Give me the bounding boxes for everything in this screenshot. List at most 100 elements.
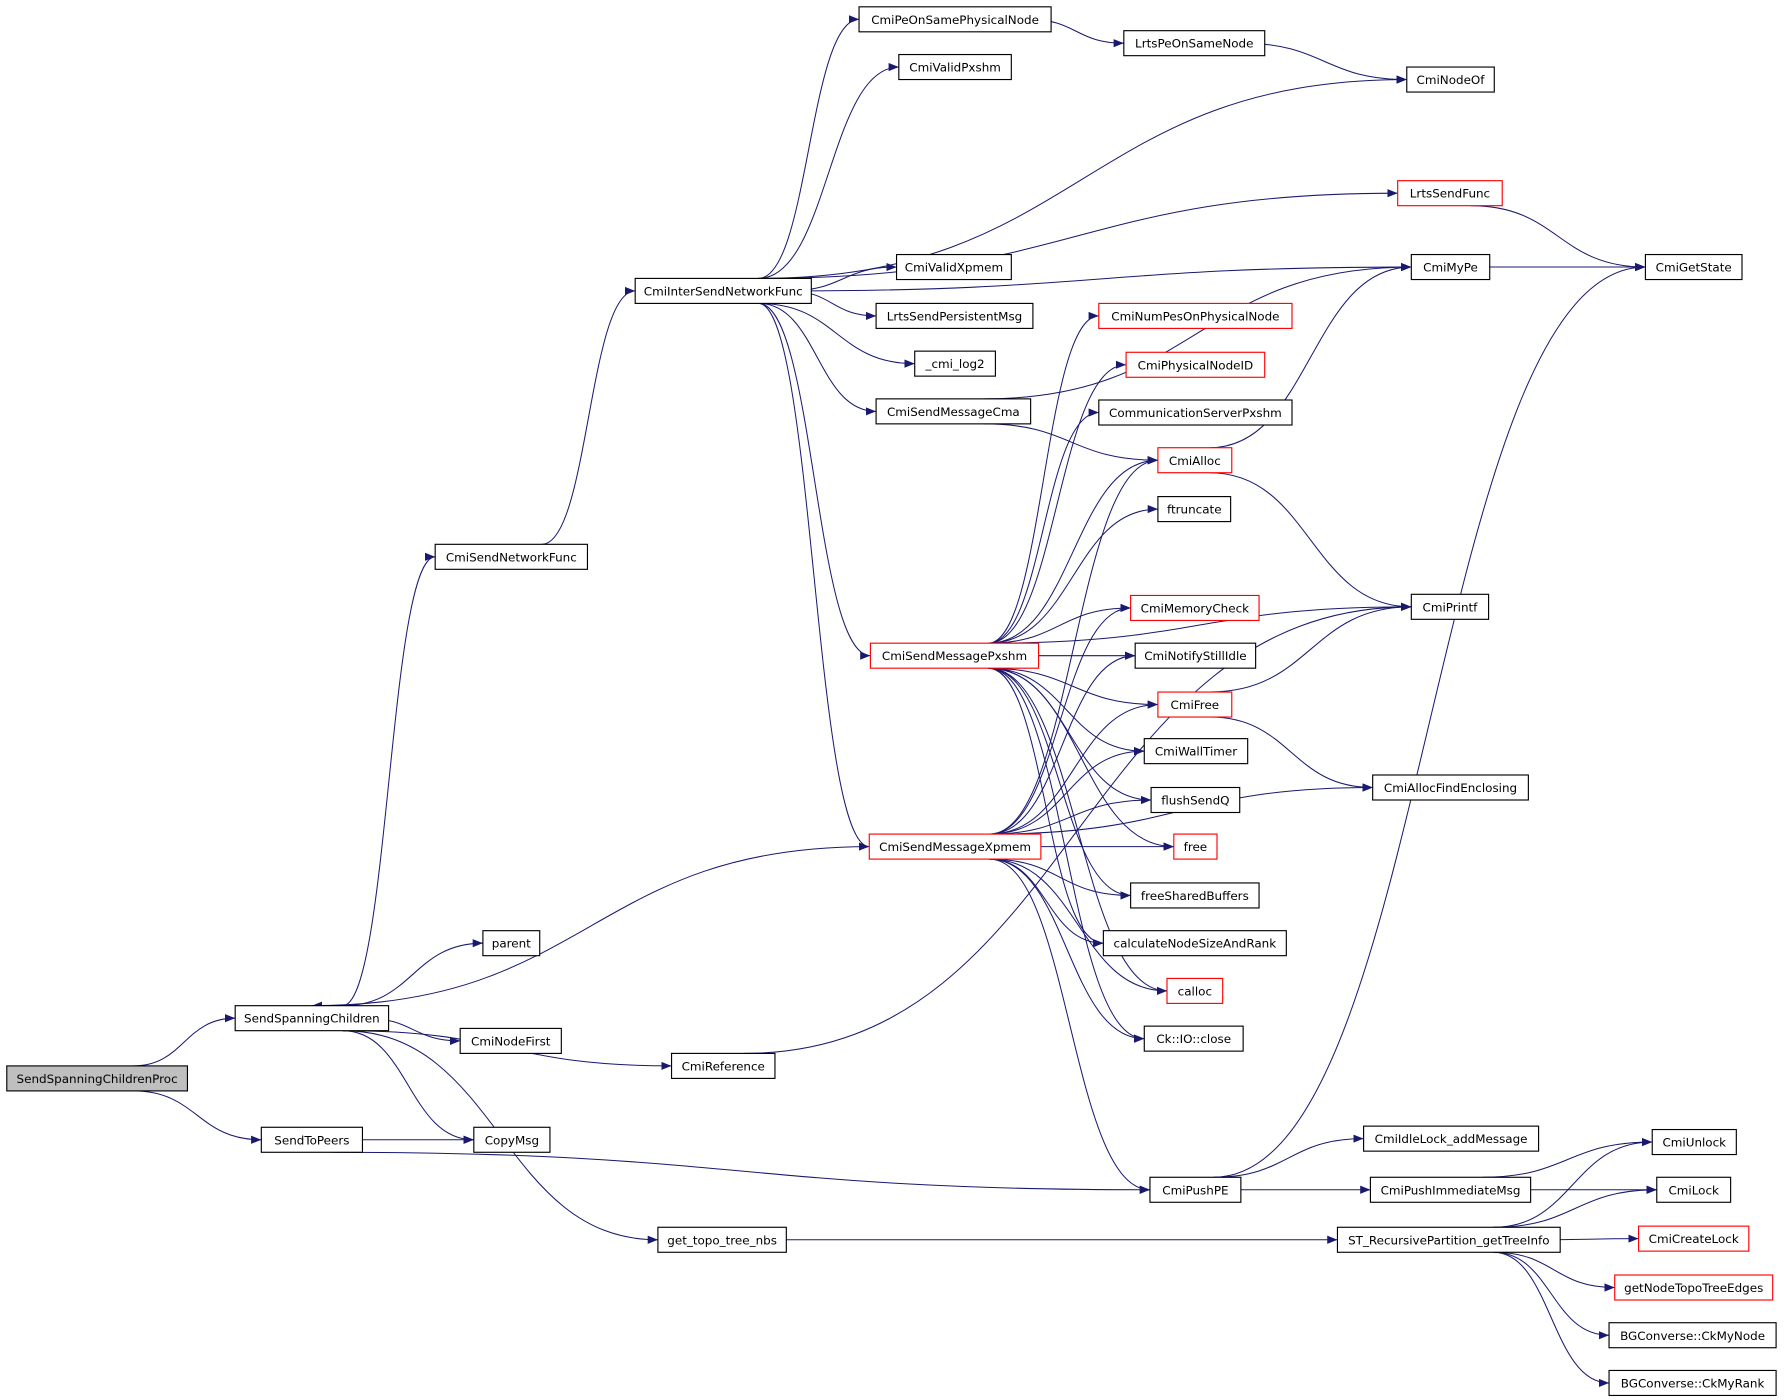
node-label: CmiNodeFirst [471, 1034, 551, 1048]
graph-node[interactable]: CmiNodeOf [1406, 66, 1495, 93]
graph-node[interactable]: CommunicationServerPxshm [1098, 399, 1293, 426]
graph-node[interactable]: CmiPushPE [1149, 1176, 1242, 1203]
graph-node[interactable]: CmiNumPesOnPhysicalNode [1098, 302, 1293, 329]
graph-node[interactable]: CmiSendMessagePxshm [869, 642, 1040, 669]
node-box [1166, 977, 1224, 1004]
graph-node[interactable]: ST_RecursivePartition_getTreeInfo [1336, 1226, 1561, 1253]
graph-node[interactable]: CmiUnlock [1651, 1128, 1737, 1156]
graph-node[interactable]: CmiMemoryCheck [1130, 594, 1260, 622]
graph-node[interactable]: CmiSendMessageXpmem [868, 833, 1042, 860]
node-label: getNodeTopoTreeEdges [1624, 1281, 1763, 1295]
node-box [1143, 738, 1249, 765]
node-box [895, 253, 1012, 281]
node-label: get_topo_tree_nbs [667, 1233, 777, 1247]
graph-node[interactable]: CmiCreateLock [1638, 1225, 1750, 1252]
graph-node[interactable]: CmiSendMessageCma [875, 398, 1032, 425]
graph-node[interactable]: CmiValidPxshm [898, 53, 1012, 81]
call-edge-CmiSendMessagePxshm-to-CmiPhysicalNodeID [988, 360, 1127, 644]
node-box [1644, 253, 1743, 281]
call-edge-CmiSendMessageCma-to-CmiAlloc [984, 423, 1158, 465]
node-box [1102, 930, 1287, 957]
graph-node[interactable]: CmiFree [1157, 691, 1233, 718]
graph-node[interactable]: CmiSendNetworkFunc [434, 543, 589, 570]
node-label: calculateNodeSizeAndRank [1114, 937, 1277, 951]
graph-node[interactable]: _cmi_log2 [914, 350, 996, 377]
graph-node[interactable]: parent [482, 930, 541, 957]
graph-node[interactable]: BGConverse::CkMyNode [1608, 1322, 1777, 1349]
node-label: CmiSendNetworkFunc [446, 550, 577, 564]
node-box [875, 302, 1034, 329]
graph-node[interactable]: CmiAlloc [1157, 447, 1233, 474]
call-edge-CmiSendMessagePxshm-to-CmiFree [988, 667, 1158, 709]
graph-node[interactable]: calculateNodeSizeAndRank [1102, 930, 1287, 957]
graph-node[interactable]: LrtsSendFunc [1397, 180, 1503, 207]
call-edge-ST_RecursivePartition_getTreeInfo-to-CmiUnlock [1493, 1137, 1653, 1228]
call-edge-SendSpanningChildren-to-parent [342, 939, 483, 1007]
graph-node[interactable]: calloc [1166, 977, 1224, 1004]
call-edge-CmiSendMessageXpmem-to-freeSharedBuffers [989, 858, 1131, 900]
call-edge-CmiSendMessageXpmem-to-CmiNotifyStillIdle [989, 651, 1136, 835]
node-label: BGConverse::CkMyRank [1621, 1377, 1765, 1391]
graph-node[interactable]: Ck::IO::close [1143, 1025, 1244, 1052]
graph-node[interactable]: CmiLock [1656, 1176, 1732, 1203]
graph-node[interactable]: CmiPeOnSamePhysicalNode [858, 6, 1052, 33]
node-label: CmiSendMessageXpmem [879, 840, 1031, 854]
graph-node[interactable]: SendToPeers [260, 1126, 364, 1153]
node-label: free [1184, 840, 1208, 854]
call-edge-CmiPushPE-to-CmiGetState [1213, 262, 1646, 1178]
node-label: CmiReference [682, 1059, 765, 1073]
graph-node[interactable]: CmiNotifyStillIdle [1134, 642, 1257, 669]
graph-node[interactable]: LrtsSendPersistentMsg [875, 302, 1034, 329]
graph-node[interactable]: CmiNodeFirst [459, 1027, 562, 1054]
call-edge-CmiSendMessagePxshm-to-CmiNumPesOnPhysicalNode [988, 311, 1099, 644]
nodes: SendSpanningChildrenProc SendSpanningChil… [6, 6, 1777, 1397]
graph-node[interactable]: CmiReference [670, 1052, 776, 1079]
node-box [1130, 882, 1260, 909]
graph-node[interactable]: CmiWallTimer [1143, 738, 1249, 765]
graph-node[interactable]: BGConverse::CkMyRank [1608, 1369, 1777, 1397]
node-label: CmiPushImmediateMsg [1381, 1183, 1521, 1197]
call-edge-CmiInterSendNetworkFunc-to-CmiValidPxshm [758, 62, 899, 279]
call-edge-CmiSendMessagePxshm-to-CmiWallTimer [988, 667, 1145, 756]
call-edge-CmiSendMessageXpmem-to-CmiFree [989, 700, 1158, 835]
graph-node[interactable]: CmiPushImmediateMsg [1369, 1176, 1532, 1203]
graph-node[interactable]: get_topo_tree_nbs [657, 1226, 787, 1253]
call-edge-CmiSendMessageXpmem-to-CmiMemoryCheck [989, 603, 1131, 835]
call-edge-CmiSendMessagePxshm-to-CmiAlloc [988, 456, 1158, 644]
node-box [1410, 253, 1491, 281]
node-label: CmiNotifyStillIdle [1144, 649, 1246, 663]
graph-node[interactable]: flushSendQ [1150, 786, 1241, 814]
call-edge-SendToPeers-to-CmiPushPE [332, 1151, 1150, 1194]
node-label: CmiValidXpmem [905, 261, 1003, 275]
graph-node[interactable]: CmiValidXpmem [895, 253, 1012, 281]
call-edge-ST_RecursivePartition_getTreeInfo-to-BGConverse::CkMyNode [1493, 1251, 1610, 1340]
node-box [1125, 351, 1266, 378]
graph-node[interactable]: CmiMyPe [1410, 253, 1491, 281]
call-edge-CmiSendMessageXpmem-to-CmiWallTimer [989, 747, 1145, 835]
graph-node[interactable]: getNodeTopoTreeEdges [1614, 1274, 1774, 1301]
graph-node[interactable]: CmiPhysicalNodeID [1125, 351, 1266, 378]
graph-node[interactable]: CmiInterSendNetworkFunc [634, 277, 812, 304]
call-edge-CmiInterSendNetworkFunc-to-CmiNodeOf [758, 75, 1407, 279]
node-box [1638, 1225, 1750, 1252]
node-label: CmiMemoryCheck [1141, 602, 1250, 616]
call-edge-SendSpanningChildrenProc-to-SendSpanningChildren [133, 1014, 236, 1067]
node-label: LrtsSendFunc [1410, 187, 1490, 201]
graph-node[interactable]: freeSharedBuffers [1130, 882, 1260, 909]
graph-node[interactable]: SendSpanningChildren [234, 1005, 390, 1032]
node-box [6, 1065, 189, 1092]
node-label: parent [492, 937, 531, 951]
graph-node[interactable]: CmiPrintf [1410, 593, 1490, 620]
graph-node[interactable]: free [1173, 833, 1218, 860]
graph-node[interactable]: CmiIdleLock_addMessage [1363, 1125, 1540, 1152]
graph-node[interactable]: CmiGetState [1644, 253, 1743, 281]
graph-node[interactable]: SendSpanningChildrenProc [6, 1065, 189, 1092]
graph-node[interactable]: ftruncate [1157, 496, 1232, 523]
node-box [914, 350, 996, 377]
graph-node[interactable]: CopyMsg [473, 1126, 551, 1153]
node-box [1336, 1226, 1561, 1253]
call-edge-CmiInterSendNetworkFunc-to-CmiSendMessageCma [758, 302, 877, 416]
graph-node[interactable]: LrtsPeOnSameNode [1123, 30, 1266, 57]
graph-node[interactable]: CmiAllocFindEnclosing [1372, 774, 1529, 801]
call-edge-CmiSendMessageXpmem-to-CmiAlloc [989, 456, 1158, 835]
